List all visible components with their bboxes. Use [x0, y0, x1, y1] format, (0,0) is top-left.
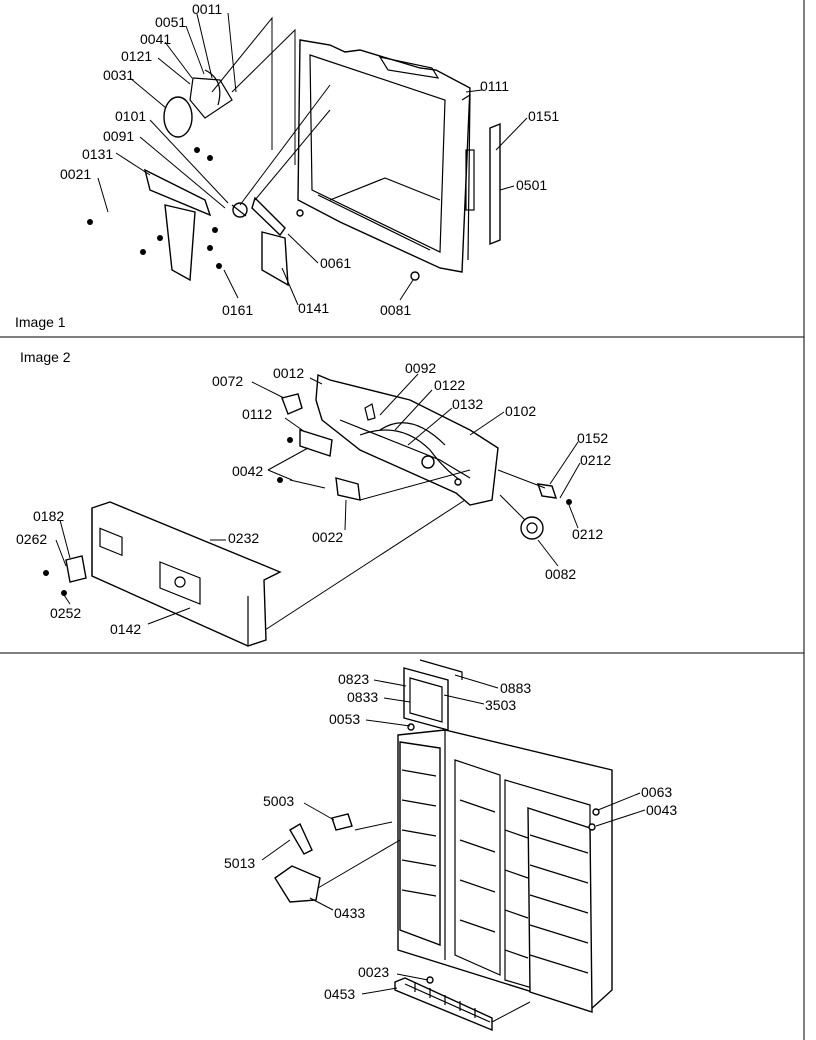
bin-0433 — [274, 865, 321, 903]
callout-0031: 0031 — [103, 67, 134, 83]
callout-0212: 0212 — [572, 526, 603, 542]
projection-lines-3 — [317, 821, 531, 1023]
callout-0041: 0041 — [140, 31, 171, 47]
callout-0061: 0061 — [320, 255, 351, 271]
panel-1-caption: Image 1 — [15, 314, 66, 330]
control-panel-0142 — [91, 501, 282, 647]
motor-assembly — [163, 69, 248, 218]
seal-strip — [489, 122, 501, 246]
callout-5013: 5013 — [224, 855, 255, 871]
callout-0453: 0453 — [324, 986, 355, 1002]
callout-0082: 0082 — [545, 566, 576, 582]
solenoid-0072 — [281, 393, 303, 415]
callout-0053: 0053 — [329, 711, 360, 727]
panel-2-caption: Image 2 — [20, 349, 71, 365]
callout-0012: 0012 — [273, 365, 304, 381]
switch-0112 — [299, 429, 333, 457]
callout-0131: 0131 — [82, 146, 113, 162]
callout-0182: 0182 — [33, 508, 64, 524]
labels-panel-1: 0011 0051 0041 0121 0031 0101 0091 0131 … — [60, 1, 559, 318]
callout-0091: 0091 — [103, 128, 134, 144]
callout-0232: 0232 — [228, 530, 259, 546]
callout-0141: 0141 — [298, 300, 329, 316]
callout-0042: 0042 — [232, 463, 263, 479]
callout-0063: 0063 — [641, 784, 672, 800]
screws-panel-2 — [43, 437, 572, 631]
callout-0051: 0051 — [155, 14, 186, 30]
callout-0022: 0022 — [312, 529, 343, 545]
callout-5003: 5003 — [263, 793, 294, 809]
callout-0092: 0092 — [405, 360, 436, 376]
callout-0101: 0101 — [115, 108, 146, 124]
projection-lines-1 — [211, 16, 331, 206]
callout-0823: 0823 — [338, 671, 369, 687]
callout-0081: 0081 — [380, 302, 411, 318]
grille-0453 — [394, 977, 493, 1032]
interior-shelves — [459, 799, 529, 959]
clip-5013 — [289, 822, 313, 855]
bracket-5003 — [331, 813, 353, 831]
panel-2: Image 2 — [16, 349, 611, 647]
top-panel-0823 — [403, 659, 463, 731]
freezer-door — [399, 741, 441, 947]
callout-0833: 0833 — [347, 689, 378, 705]
labels-panel-2: 0072 0012 0092 0122 0132 0102 0112 0042 … — [16, 360, 611, 637]
screws-panel-1 — [87, 147, 420, 281]
callout-0122: 0122 — [434, 377, 465, 393]
callout-0043: 0043 — [646, 802, 677, 818]
housing-0111 — [297, 39, 475, 273]
callout-0023: 0023 — [358, 964, 389, 980]
callout-0501: 0501 — [516, 177, 547, 193]
callout-0111: 0111 — [480, 78, 509, 94]
leaders-panel-1 — [97, 12, 528, 306]
leaders-panel-2 — [55, 373, 581, 625]
socket-0262 — [65, 555, 87, 583]
callout-0252: 0252 — [50, 605, 81, 621]
knob-0082 — [520, 516, 544, 540]
fresh-food-door — [527, 807, 593, 1013]
chute-flaps — [143, 168, 289, 287]
callout-0142: 0142 — [110, 621, 141, 637]
callout-0262: 0262 — [16, 531, 47, 547]
callout-0883: 0883 — [500, 680, 531, 696]
callout-0112: 0112 — [242, 406, 272, 422]
callout-0121: 0121 — [121, 48, 152, 64]
labels-panel-3: 0823 0833 0883 3503 0053 0063 0043 5003 … — [224, 671, 677, 1002]
panel-3: 0823 0833 0883 3503 0053 0063 0043 5003 … — [224, 659, 677, 1032]
callout-0433: 0433 — [334, 905, 365, 921]
callout-0152: 0152 — [577, 430, 608, 446]
callout-3503: 3503 — [485, 697, 516, 713]
callout-0151: 0151 — [528, 108, 559, 124]
callout-0021: 0021 — [60, 166, 91, 182]
callout-0161: 0161 — [222, 302, 253, 318]
leaders-panel-3 — [261, 674, 646, 995]
callout-0072: 0072 — [212, 373, 243, 389]
panel-1: Image 1 — [15, 1, 559, 330]
callout-0011: 0011 — [192, 1, 222, 17]
callout-0212: 0212 — [580, 452, 611, 468]
switch-0022 — [335, 477, 361, 501]
callout-0102: 0102 — [505, 403, 536, 419]
callout-0132: 0132 — [452, 396, 483, 412]
